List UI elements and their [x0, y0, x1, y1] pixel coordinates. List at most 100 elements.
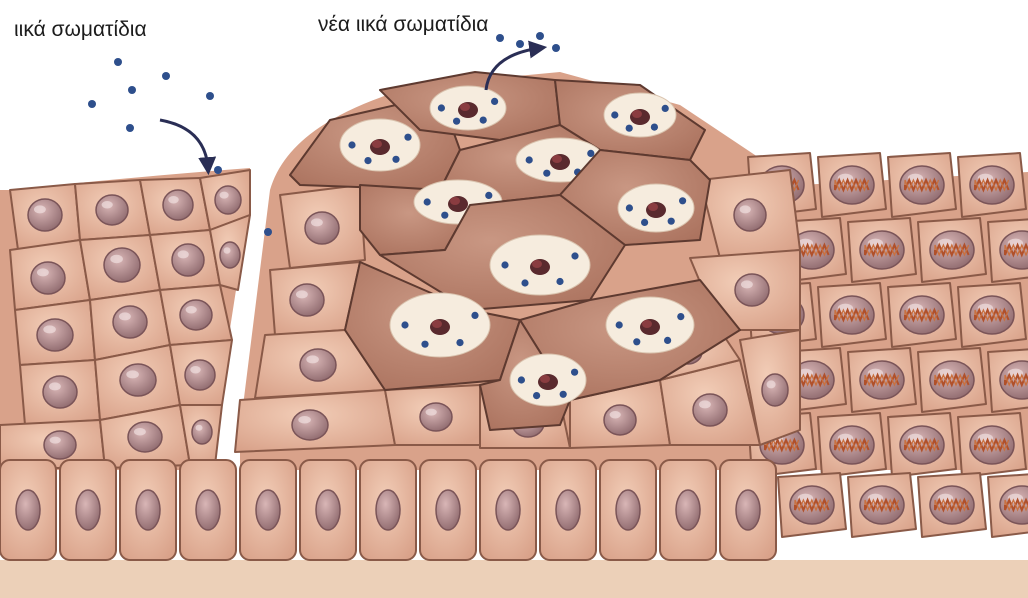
dna-cell: [818, 153, 886, 217]
virus-particle-dot: [128, 86, 136, 94]
virus-particle-dot: [633, 338, 640, 345]
cell-nucleus: [604, 405, 636, 435]
nucleus-highlight: [37, 268, 49, 276]
healthy-cell: [385, 385, 480, 445]
basal-cell-nucleus: [736, 490, 760, 530]
cell-nucleus: [113, 306, 147, 338]
nucleus-highlight: [50, 437, 61, 444]
nucleus-highlight: [134, 428, 146, 436]
basal-cell-nucleus: [556, 490, 580, 530]
virus-particle-dot: [438, 104, 445, 111]
nucleus-highlight: [740, 205, 751, 213]
virus-particle-dot: [471, 312, 478, 319]
nucleus-highlight: [296, 290, 308, 298]
cell-nucleus: [163, 190, 193, 220]
basal-cell: [720, 460, 776, 560]
virus-particle-dot: [664, 337, 671, 344]
nucleus-highlight: [186, 306, 197, 314]
virus-particle-dot: [533, 392, 540, 399]
dna-cell: [988, 348, 1028, 412]
healthy-cell: [80, 235, 160, 300]
basal-cell: [540, 460, 596, 560]
virus-particle-dot: [501, 261, 508, 268]
nucleus-highlight: [190, 366, 201, 374]
healthy-cell: [235, 390, 395, 452]
nucleus-highlight: [426, 409, 437, 416]
basal-cell: [360, 460, 416, 560]
virus-particle-dot: [114, 58, 122, 66]
virus-clump-highlight: [552, 155, 562, 163]
nucleus-highlight: [306, 355, 319, 363]
nucleus-highlight: [610, 411, 621, 419]
basal-cell: [180, 460, 236, 560]
virus-particle-dot: [611, 111, 618, 118]
virus-particle-dot: [485, 192, 492, 199]
virus-particle-dot: [496, 34, 504, 42]
virus-particle-dot: [616, 321, 623, 328]
virus-particle-dot: [364, 157, 371, 164]
dna-cell: [888, 413, 956, 477]
virus-clump-highlight: [648, 203, 658, 211]
basal-cell: [120, 460, 176, 560]
nucleus-highlight: [741, 280, 753, 288]
cell-nucleus: [300, 349, 336, 381]
basal-cell-nucleus: [316, 490, 340, 530]
nucleus-highlight: [311, 218, 323, 226]
basal-cell: [660, 460, 716, 560]
dna-cell: [848, 348, 916, 412]
basal-membrane: [0, 560, 1028, 598]
virus-particle-dot: [668, 218, 675, 225]
basal-cell-nucleus: [436, 490, 460, 530]
virus-clump-highlight: [460, 103, 470, 111]
dna-cell: [918, 348, 986, 412]
virus-particle-dot: [480, 117, 487, 124]
virus-particle-dot: [556, 278, 563, 285]
cell-nucleus: [292, 410, 328, 440]
cell-nucleus: [180, 300, 212, 330]
virus-particle-dot: [626, 125, 633, 132]
cell-nucleus: [762, 374, 788, 406]
nucleus-highlight: [119, 312, 131, 320]
dna-cell: [778, 473, 846, 537]
dna-cell: [958, 153, 1026, 217]
basal-cell: [600, 460, 656, 560]
nucleus-highlight: [34, 205, 46, 213]
basal-cell-nucleus: [256, 490, 280, 530]
nucleus-highlight: [220, 192, 229, 199]
virus-clump-highlight: [450, 197, 460, 205]
virus-particle-dot: [571, 252, 578, 259]
cell-nucleus: [44, 431, 76, 459]
nucleus-highlight: [168, 196, 179, 204]
cell-nucleus: [220, 242, 240, 268]
cell-nucleus: [31, 262, 65, 294]
dna-cell: [888, 283, 956, 347]
infection-arrow-icon: [160, 120, 208, 168]
nucleus-highlight: [178, 250, 189, 258]
virus-particle-dot: [626, 204, 633, 211]
healthy-cell: [150, 230, 220, 290]
dna-cell: [848, 218, 916, 282]
basal-cell-nucleus: [136, 490, 160, 530]
basal-cell-nucleus: [76, 490, 100, 530]
virus-particle-dot: [587, 150, 594, 157]
cell-nucleus: [735, 274, 769, 306]
virus-particle-dot: [491, 98, 498, 105]
virus-clump-highlight: [532, 260, 542, 268]
virus-particle-dot: [126, 124, 134, 132]
cell-nucleus: [305, 212, 339, 244]
dna-cell: [988, 218, 1028, 282]
virus-particle-dot: [571, 369, 578, 376]
nucleus-highlight: [49, 382, 61, 390]
dna-cell: [958, 413, 1026, 477]
virus-clump-highlight: [540, 375, 550, 383]
basal-cell-nucleus: [676, 490, 700, 530]
virus-particle-dot: [641, 219, 648, 226]
nucleus-highlight: [102, 201, 113, 209]
healthy-cell: [140, 178, 210, 235]
basal-cells-group: [0, 460, 776, 560]
dna-cell: [918, 473, 986, 537]
cell-nucleus: [420, 403, 452, 431]
nucleus-highlight: [43, 325, 56, 333]
dna-cell: [888, 153, 956, 217]
virus-particle-dot: [662, 105, 669, 112]
